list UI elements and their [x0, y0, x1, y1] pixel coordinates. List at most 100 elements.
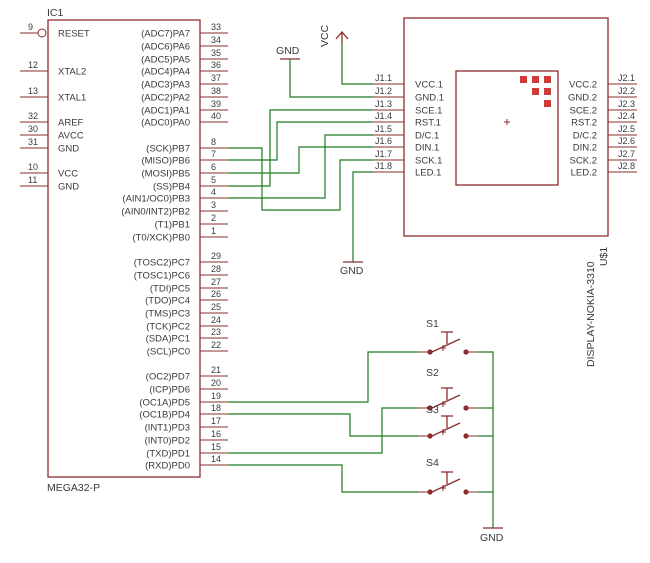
ic1-pin-name: (ICP)PD6: [149, 385, 190, 396]
ic1-pin-number: 4: [211, 187, 216, 197]
ic1-pin-name: (INT0)PD2: [145, 436, 190, 447]
switch-s3: S3: [418, 404, 478, 439]
ic1-pin-name: (OC2)PD7: [146, 372, 190, 383]
ic1-pin-number: 13: [28, 86, 38, 96]
pixel-mark: [532, 76, 539, 83]
ic1-pin-number: 6: [211, 162, 216, 172]
ic1-pin-number: 12: [28, 60, 38, 70]
wire-sce: [228, 109, 373, 187]
ic1-pin-number: 21: [211, 365, 221, 375]
ic1-left-pins: 9RESET12XTAL213XTAL132AREF30AVCC31GND10V…: [20, 22, 90, 193]
ic1-pin-name: (ADC3)PA3: [141, 80, 190, 91]
ic1-pin-number: 11: [28, 175, 37, 185]
ic1-pin-number: 8: [211, 137, 216, 147]
ic1-pin-name: (ADC7)PA7: [141, 29, 190, 40]
wire-gnd-top: [289, 59, 373, 98]
display-j2-name: VCC.2: [569, 80, 597, 91]
display-j1-name: SCE.1: [415, 106, 442, 117]
ic1-pin-name: (TOSC2)PC7: [134, 258, 190, 269]
ic1-pin-name: (T0/XCK)PB0: [132, 233, 190, 244]
display-j2-name: LED.2: [571, 168, 597, 179]
wire-led: [352, 171, 373, 262]
switch-label: S1: [426, 318, 439, 330]
gnd-symbol-mid: GND: [340, 261, 364, 277]
ic1-pin-name: (MOSI)PB5: [141, 169, 190, 180]
vcc-symbol: VCC: [319, 24, 349, 47]
ic1-pin-number: 17: [211, 416, 221, 426]
ic1-pin-number: 26: [211, 289, 221, 299]
ic1-pin-name: AREF: [58, 118, 84, 129]
ic1-pin-number: 37: [211, 73, 221, 83]
ic1-pin-number: 35: [211, 48, 221, 58]
display-j2-name: DIN.2: [573, 143, 597, 154]
ic1-ref: IC1: [47, 7, 64, 19]
switch-contact: [463, 433, 469, 439]
display-j2-pad: J2.7: [618, 149, 635, 159]
wire-s1: [228, 351, 418, 403]
switch-s4: S4: [418, 457, 478, 495]
ic1-body: [47, 19, 201, 478]
display-origin-cross: [504, 119, 510, 125]
display-j1-name: SCK.1: [415, 156, 442, 167]
ic1-pin-name: (RXD)PD0: [145, 461, 190, 472]
display-j2-pad: J2.1: [618, 73, 635, 83]
ic1-pin-name: (SCL)PC0: [147, 347, 190, 358]
display-j1-pad: J1.4: [375, 111, 392, 121]
ic1-pin-number: 5: [211, 175, 216, 185]
ic1-pin-name: (SCK)PB7: [146, 144, 190, 155]
display-j2-pad: J2.6: [618, 136, 635, 146]
ic1-pin-name: (TDI)PC5: [150, 284, 190, 295]
ic1-pin-name: (ADC0)PA0: [141, 118, 190, 129]
pixel-mark: [544, 76, 551, 83]
display-j1-pins: J1.1VCC.1J1.2GND.1J1.3SCE.1J1.4RST.1J1.5…: [373, 73, 444, 179]
switch-s2: S2: [418, 367, 478, 411]
ic1-pin-number: 32: [28, 111, 38, 121]
pixel-mark: [532, 88, 539, 95]
display-j1-name: LED.1: [415, 168, 441, 179]
pixel-mark: [544, 88, 551, 95]
display-j2-pad: J2.4: [618, 111, 635, 121]
switch-contact: [427, 349, 433, 355]
ic1-pin-name: (ADC6)PA6: [141, 42, 190, 53]
ic1-pin-number: 9: [28, 22, 33, 32]
switch-s1: S1: [418, 318, 478, 355]
display-j2-name: SCK.2: [570, 156, 597, 167]
switch-contact: [427, 433, 433, 439]
vcc-label: VCC: [319, 24, 331, 47]
ic1-pin-name: (ADC2)PA2: [141, 93, 190, 104]
ic1-pin-number: 25: [211, 302, 221, 312]
ic1-pin-number: 1: [211, 226, 216, 236]
ic1-pin-name: (TXD)PD1: [146, 449, 190, 460]
ic1-pin-name: (OC1B)PD4: [139, 410, 190, 421]
wires: [228, 44, 494, 528]
ic1-pin-number: 22: [211, 340, 221, 350]
ic1-pin-number: 20: [211, 378, 221, 388]
ic1-reset-inversion-bubble: [37, 28, 47, 38]
wire-s3: [228, 407, 418, 454]
switch-contact: [427, 489, 433, 495]
ic1-pin-number: 3: [211, 200, 216, 210]
display-j1-name: DIN.1: [415, 143, 439, 154]
wire-gnd-bus: [478, 351, 494, 528]
pixel-mark: [520, 76, 527, 83]
switch-contact: [463, 405, 469, 411]
display-j2-pad: J2.8: [618, 161, 635, 171]
wire-rst: [228, 121, 373, 161]
ic1-pin-name: (SDA)PC1: [146, 334, 190, 345]
ic1-pin-name: XTAL2: [58, 67, 86, 78]
ic1-pin-name: (ADC5)PA5: [141, 55, 190, 66]
ic1-pin-number: 10: [28, 162, 38, 172]
switch-contact: [463, 349, 469, 355]
ic1-pin-name: (AIN1/OC0)PB3: [122, 194, 190, 205]
ic1-pin-number: 33: [211, 22, 221, 32]
ic1-pin-number: 2: [211, 213, 216, 223]
ic1-pin-name: AVCC: [58, 131, 84, 142]
ic1-pin-name: GND: [58, 182, 79, 193]
ic1-pin-name: VCC: [58, 169, 78, 180]
ic1-pin-name: (AIN0/INT2)PB2: [121, 207, 190, 218]
ic1-pin-name: XTAL1: [58, 93, 86, 104]
